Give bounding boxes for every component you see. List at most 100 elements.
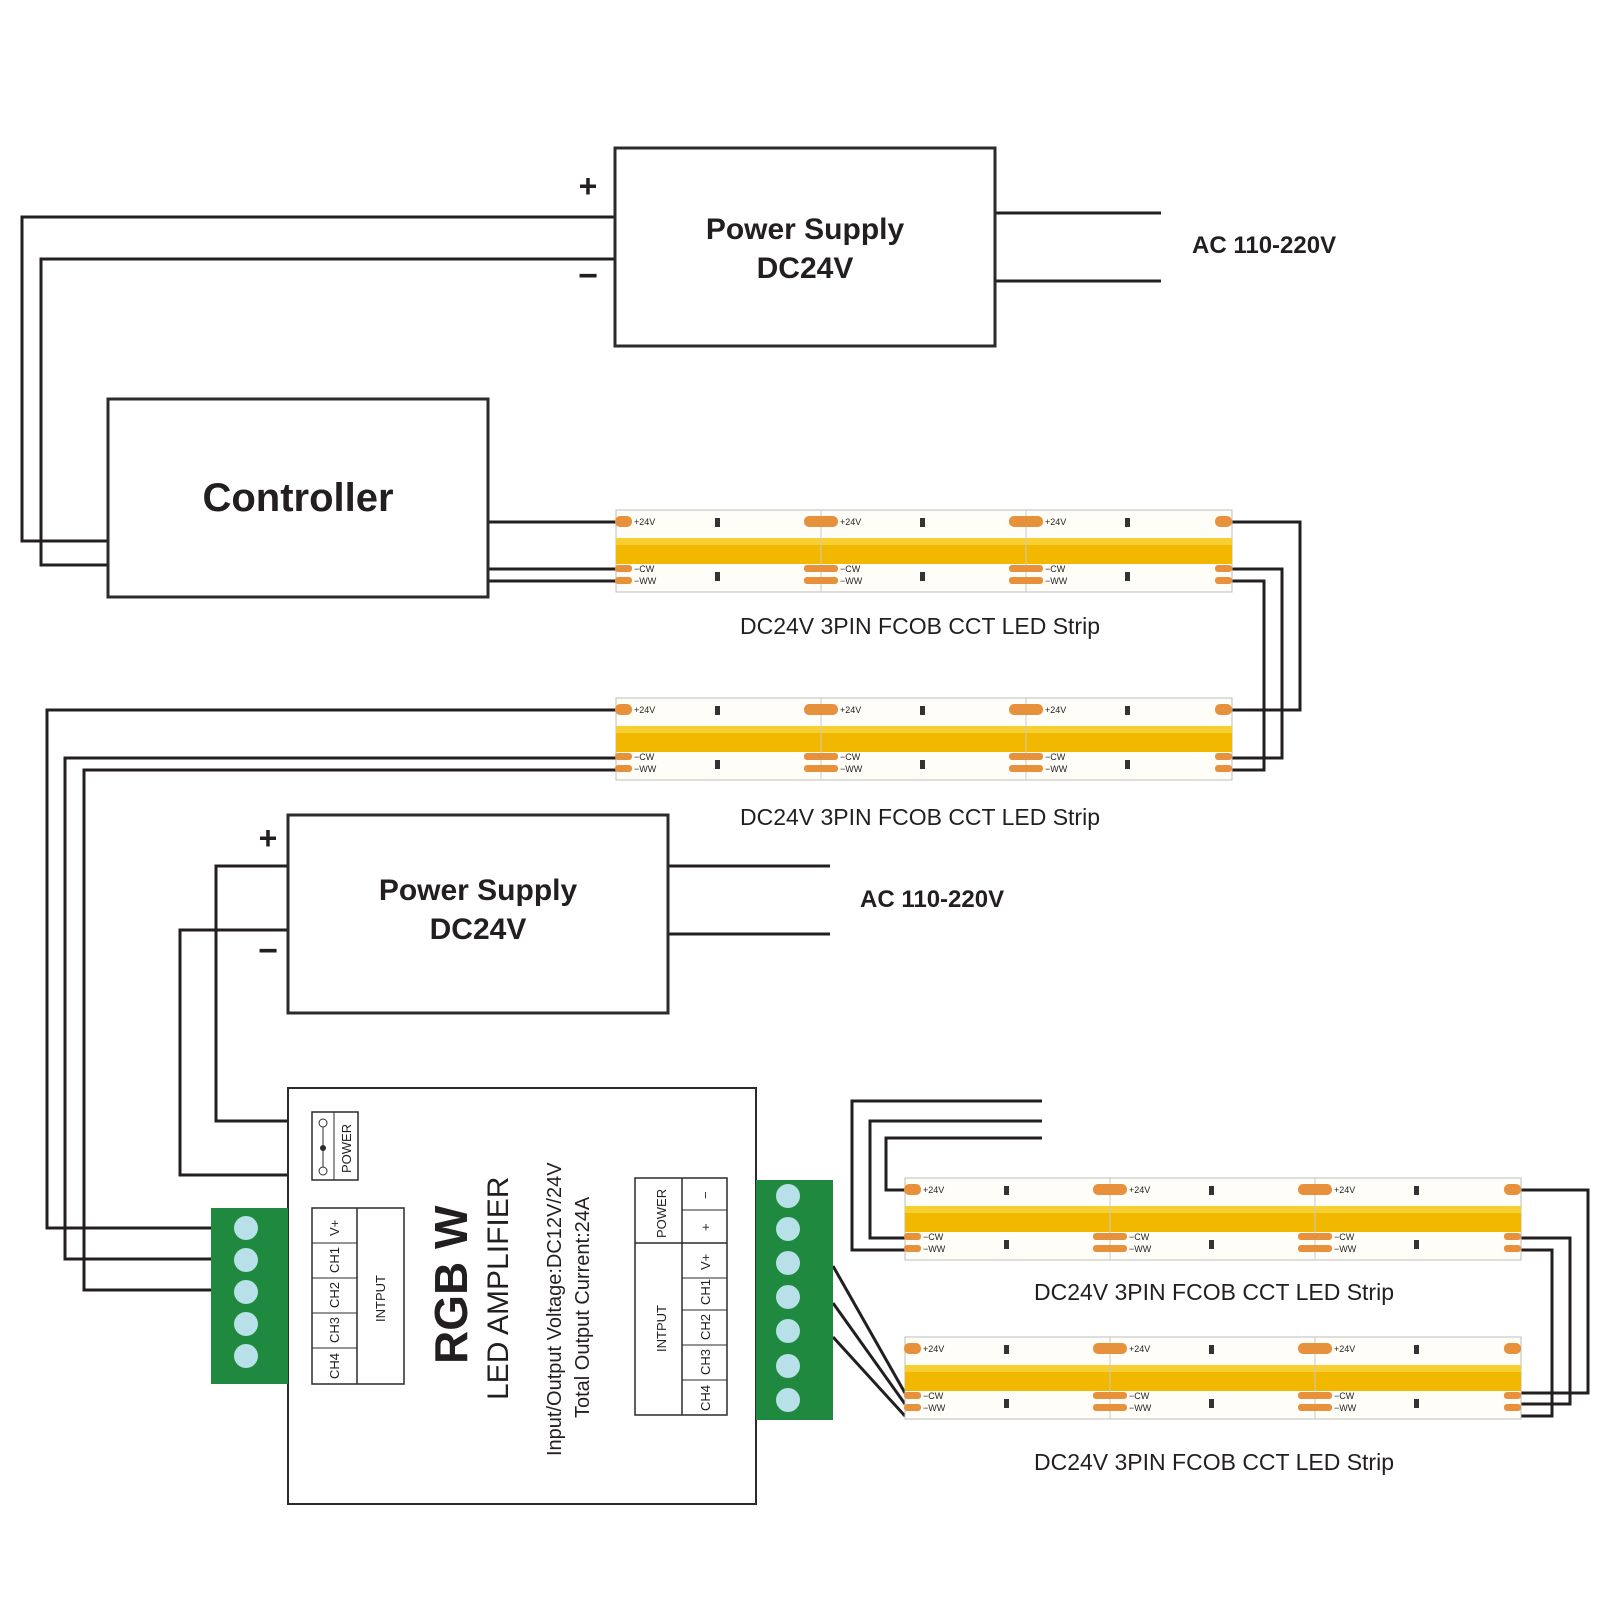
- output-terminal-screw-7: [776, 1388, 800, 1412]
- led-strip-4-ww-label-3: −WW: [1334, 1403, 1357, 1413]
- led-strip-1-caption: DC24V 3PIN FCOB CCT LED Strip: [740, 613, 1100, 639]
- led-strip-4-ww-label-1: −WW: [923, 1403, 946, 1413]
- power-supply-bottom-voltage: DC24V: [430, 913, 527, 946]
- wire-dangle-3: [884, 1136, 1042, 1192]
- input-terminal-screw-3: [234, 1280, 258, 1304]
- amp-output-power-header: POWER: [654, 1189, 669, 1238]
- led-strip-3-ww-label-3: −WW: [1334, 1244, 1357, 1254]
- led-strip-3-plus-label-3: +24V: [1334, 1185, 1355, 1195]
- controller-box: [106, 397, 490, 599]
- power-supply-top: Power Supply DC24V + − AC 110-220V: [578, 146, 1336, 348]
- amplifier-title: RGB W: [425, 1205, 477, 1364]
- amp-output-pin-table: POWER INTPUT − + V+ CH1 CH2 CH3 CH4: [634, 1177, 728, 1416]
- led-strip-4-caption: DC24V 3PIN FCOB CCT LED Strip: [1034, 1449, 1394, 1475]
- wire-strip2-amp-ww: [82, 768, 616, 1292]
- power-supply-top-minus: −: [578, 257, 598, 295]
- led-strip-3-ww-label-1: −WW: [923, 1244, 946, 1254]
- led-strip-3: +24V +24V +24V −CW −WW −CW −WW −CW −WW D…: [904, 1177, 1522, 1305]
- amp-input-pin-ch3: CH3: [327, 1317, 342, 1343]
- led-strip-2-plus-label-3: +24V: [1045, 705, 1066, 715]
- amp-output-pin-ch1: CH1: [698, 1279, 713, 1305]
- led-strip-2-cw-label-1: −CW: [634, 752, 655, 762]
- wire-dangle-2: [868, 1119, 1042, 1240]
- led-strip-3-cw-label-1: −CW: [923, 1232, 944, 1242]
- led-strip-2-ww-label-1: −WW: [634, 764, 657, 774]
- amp-input-pin-table: V+ CH1 CH2 CH3 CH4 INTPUT: [311, 1207, 405, 1385]
- led-strip-3-ww-label-2: −WW: [1129, 1244, 1152, 1254]
- power-supply-bottom: Power Supply DC24V + − AC 110-220V: [258, 813, 1004, 1015]
- wire-ps2-minus-amp: [178, 928, 288, 1177]
- power-supply-bottom-plus: +: [259, 820, 278, 856]
- led-strip-2-cw-label-3: −CW: [1045, 752, 1066, 762]
- led-strip-2-cw-label-2: −CW: [840, 752, 861, 762]
- power-supply-bottom-minus: −: [258, 932, 278, 970]
- led-strip-1-plus-label-1: +24V: [634, 517, 655, 527]
- led-strip-2: +24V +24V +24V −CW −WW −CW −WW −CW −WW D…: [615, 697, 1233, 830]
- output-terminal-block: [756, 1180, 833, 1420]
- wire-strip2-amp-cw: [63, 756, 616, 1261]
- amp-input-pin-ch1: CH1: [327, 1247, 342, 1273]
- amplifier-spec-current: Total Output Current:24A: [572, 1196, 594, 1418]
- led-strip-1-ww-label-3: −WW: [1045, 576, 1068, 586]
- amp-output-pin-ch4: CH4: [698, 1385, 713, 1411]
- led-strip-3-plus-label-1: +24V: [923, 1185, 944, 1195]
- wire-strip3-strip4-ww: [1510, 1248, 1554, 1418]
- output-terminal-screw-2: [776, 1217, 800, 1241]
- led-strip-2-plus-label-2: +24V: [840, 705, 861, 715]
- amp-input-pin-ch2: CH2: [327, 1282, 342, 1308]
- power-supply-bottom-title: Power Supply: [379, 874, 578, 907]
- power-supply-top-voltage: DC24V: [757, 252, 854, 285]
- output-terminal-screw-6: [776, 1354, 800, 1378]
- wire-ps1-plus-controller: [20, 215, 615, 543]
- power-supply-top-box: [613, 146, 997, 348]
- led-strip-4: +24V +24V +24V −CW −WW −CW −WW −CW −WW D…: [904, 1336, 1522, 1475]
- amp-input-pin-vplus: V+: [327, 1220, 342, 1236]
- controller-title: Controller: [202, 476, 393, 520]
- led-strip-1: +24V +24V +24V −CW −WW −CW −WW −CW −WW D…: [615, 509, 1233, 639]
- led-strip-1-ww-label-2: −WW: [840, 576, 863, 586]
- led-strip-1-cw-label-1: −CW: [634, 564, 655, 574]
- power-supply-top-title: Power Supply: [706, 213, 905, 246]
- led-strip-4-cw-label-2: −CW: [1129, 1391, 1150, 1401]
- amp-input-pin-ch4: CH4: [327, 1353, 342, 1379]
- amplifier-subtitle: LED AMPLIFIER: [482, 1177, 515, 1400]
- wires: [20, 211, 1590, 1418]
- led-strip-4-plus-label-3: +24V: [1334, 1344, 1355, 1354]
- ac-label-top: AC 110-220V: [1192, 232, 1336, 259]
- wire-ps1-minus-controller: [39, 257, 615, 567]
- ac-label-bottom: AC 110-220V: [860, 886, 1004, 913]
- led-strip-4-plus-label-1: +24V: [923, 1344, 944, 1354]
- controller: Controller: [106, 397, 490, 599]
- led-strip-3-caption: DC24V 3PIN FCOB CCT LED Strip: [1034, 1279, 1394, 1305]
- wire-ps2-plus-amp: [214, 864, 288, 1123]
- wire-amp-strip4-b: [831, 1302, 907, 1405]
- amp-output-pin-plus: +: [698, 1223, 713, 1231]
- wire-amp-strip4-c: [831, 1335, 907, 1418]
- power-jack-indicator: POWER: [311, 1111, 359, 1181]
- input-terminal-block: [211, 1208, 288, 1384]
- amp-input-header: INTPUT: [373, 1275, 388, 1322]
- led-strip-4-ww-label-2: −WW: [1129, 1403, 1152, 1413]
- led-strip-1-plus-label-2: +24V: [840, 517, 861, 527]
- led-strip-2-plus-label-1: +24V: [634, 705, 655, 715]
- led-strip-1-ww-label-1: −WW: [634, 576, 657, 586]
- wire-dangle-1: [850, 1099, 1042, 1252]
- wire-strip1-strip2-cw: [1220, 567, 1284, 760]
- amp-output-pin-vplus: V+: [698, 1254, 713, 1270]
- led-strip-4-cw-label-3: −CW: [1334, 1391, 1355, 1401]
- led-strip-3-cw-label-3: −CW: [1334, 1232, 1355, 1242]
- input-terminal-screw-4: [234, 1312, 258, 1336]
- input-terminal-screw-2: [234, 1248, 258, 1272]
- power-supply-bottom-box: [286, 813, 670, 1015]
- power-supply-top-plus: +: [579, 168, 598, 204]
- power-jack-label: POWER: [339, 1124, 354, 1173]
- led-strip-4-plus-label-2: +24V: [1129, 1344, 1150, 1354]
- led-strip-2-ww-label-3: −WW: [1045, 764, 1068, 774]
- wire-amp-strip4-a: [831, 1265, 907, 1394]
- wire-strip2-amp-plus: [45, 708, 616, 1230]
- amp-output-pin-ch2: CH2: [698, 1314, 713, 1340]
- amp-output-pin-minus: −: [698, 1191, 713, 1199]
- rgbw-amplifier: POWER V+ CH1 CH2 CH3 CH4 INTPUT RGB W LE…: [211, 1087, 833, 1505]
- amp-output-pin-ch3: CH3: [698, 1349, 713, 1375]
